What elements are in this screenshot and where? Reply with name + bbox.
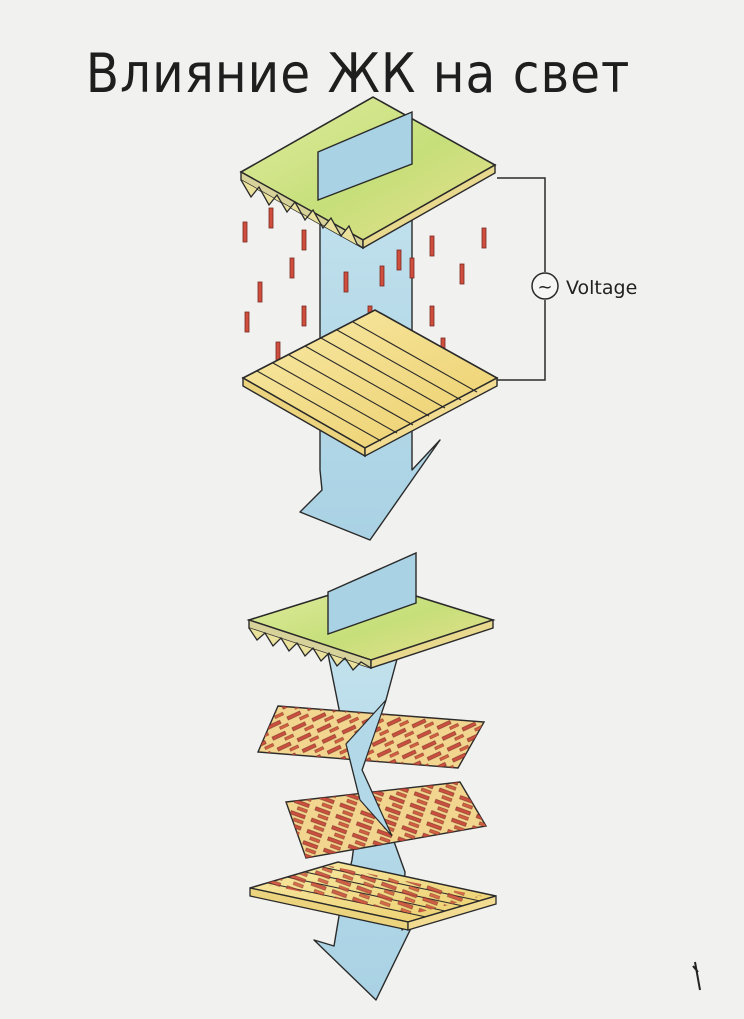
voltage-circuit: ~ xyxy=(497,177,559,381)
lc-layer-2 xyxy=(285,781,488,859)
ac-source-icon xyxy=(531,272,559,300)
ac-symbol: ~ xyxy=(537,277,552,298)
polarization-plane xyxy=(317,110,413,202)
beam-twist-overlay xyxy=(345,699,393,837)
poster-title: Влияние ЖК на свет xyxy=(86,42,631,105)
bottom-alignment-layer xyxy=(241,309,499,458)
voltage-label: Voltage xyxy=(566,277,637,299)
top-assembly: ~ Voltage xyxy=(239,96,637,541)
ink-mark xyxy=(692,961,701,991)
bottom-assembly xyxy=(246,551,497,1001)
bottom-top-polarizer xyxy=(246,581,496,672)
bottom-grooved-layer xyxy=(249,861,497,931)
bottom-polarization-plane xyxy=(327,551,417,635)
